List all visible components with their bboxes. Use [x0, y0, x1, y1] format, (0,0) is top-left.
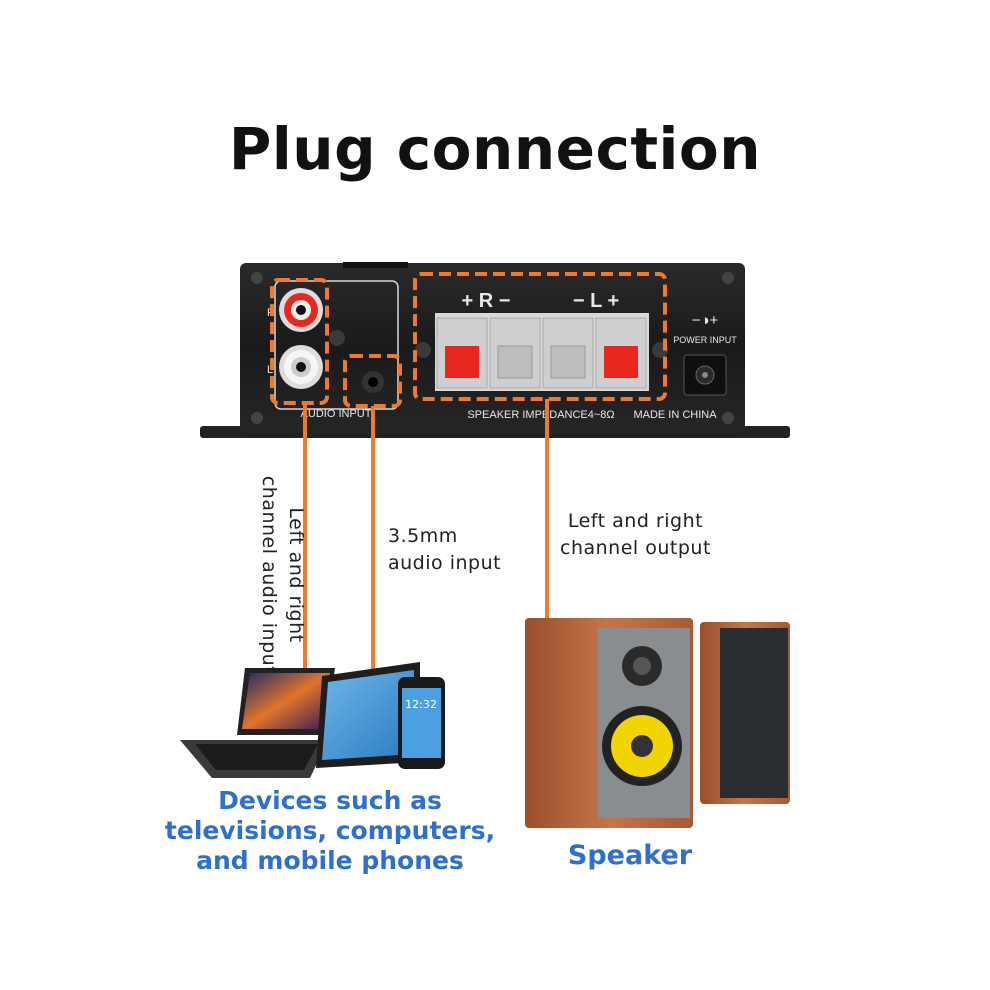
terminal-highlight	[413, 272, 667, 401]
power-input-label: POWER INPUT	[673, 335, 737, 345]
speakers-illustration	[525, 618, 790, 828]
audio-input-frame	[274, 280, 399, 410]
made-in-label: MADE IN CHINA	[633, 409, 717, 421]
rear-speaker-icon	[700, 622, 790, 804]
aux-jack-icon	[362, 371, 384, 393]
screw-icon	[329, 330, 345, 346]
laptop-icon	[180, 668, 335, 778]
rca-l-label: L	[267, 364, 273, 376]
front-speaker-icon	[525, 618, 693, 828]
terminal-l-minus-icon	[542, 317, 594, 389]
polarity-l-label: − L +	[573, 290, 619, 312]
phone-clock: 12:32	[405, 698, 437, 711]
audio-input-label: AUDIO INPUT	[301, 408, 372, 420]
tablet-icon	[316, 662, 420, 768]
page-title: Plug connection	[228, 115, 762, 183]
screw-icon	[251, 412, 263, 424]
connection-lines	[303, 399, 549, 676]
channel-output-label: Left and right channel output	[560, 510, 711, 559]
aux-input-label: 3.5mm audio input	[388, 525, 502, 574]
screw-icon	[251, 272, 263, 284]
screw-icon	[722, 272, 734, 284]
amplifier-back-panel: R L AUDIO INPUT + R − − L +	[200, 262, 790, 438]
devices-illustration: 12:32	[180, 662, 445, 778]
speaker-caption: Speaker	[567, 840, 693, 871]
connection-highlights	[270, 272, 667, 408]
terminal-r-plus-icon	[436, 317, 488, 389]
polarity-r-label: + R −	[462, 290, 511, 312]
terminal-l-plus-icon	[595, 317, 647, 389]
screw-icon	[415, 342, 431, 358]
screw-icon	[722, 412, 734, 424]
rca-input-label: Left and right channel audio input	[258, 475, 307, 675]
rca-highlight	[270, 278, 329, 405]
devices-caption: Devices such as televisions, computers, …	[164, 786, 496, 875]
rca-jack-left-icon	[279, 345, 323, 389]
power-jack-icon	[683, 354, 727, 396]
phone-icon: 12:32	[398, 677, 445, 769]
impedance-label: SPEAKER IMPEDANCE4~8Ω	[467, 409, 614, 421]
terminal-r-minus-icon	[489, 317, 541, 389]
rca-jack-right-icon	[279, 288, 323, 332]
aux-highlight	[343, 354, 402, 408]
dc-symbol-icon: −◑+	[692, 312, 719, 329]
